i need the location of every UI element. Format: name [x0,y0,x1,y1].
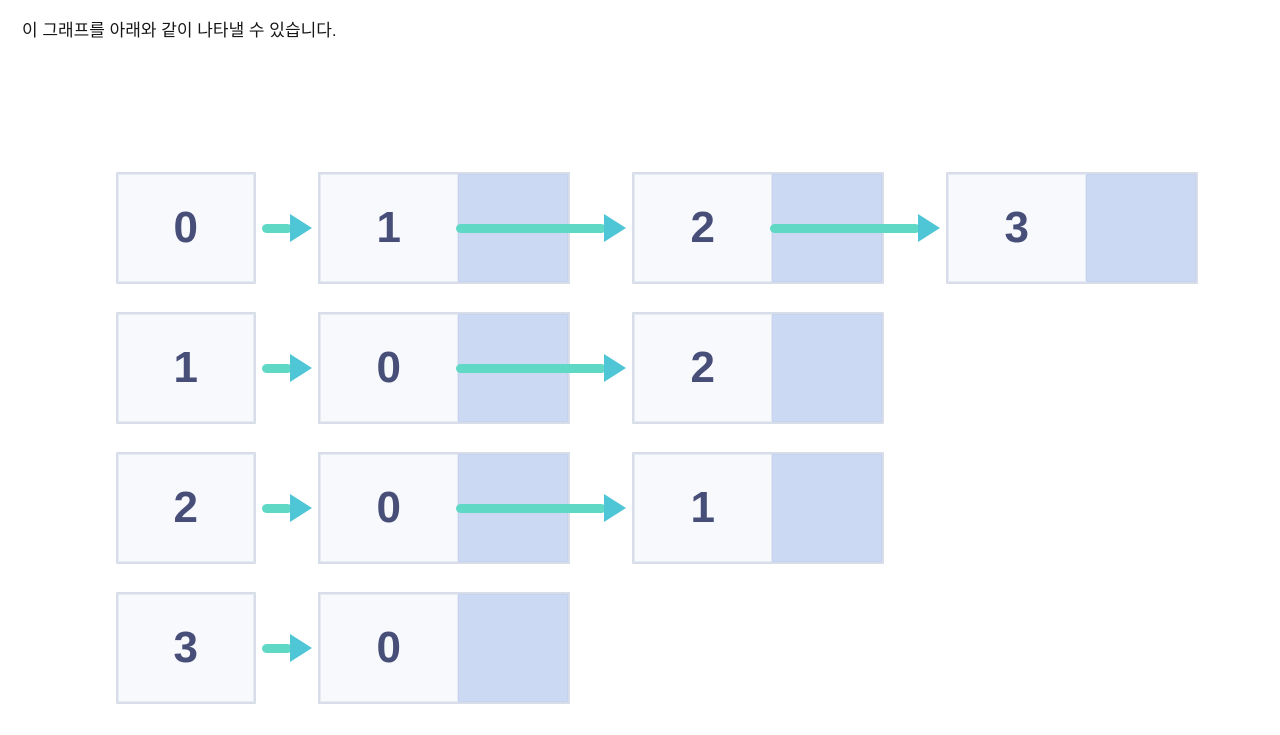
adjacent-vertex-label: 0 [320,594,458,702]
arrow-shaft [262,363,292,373]
adjacent-vertex-label: 2 [634,314,772,422]
adjacent-vertex-node: 0 [318,312,570,424]
vertex-label: 2 [118,454,254,562]
vertex-head-node: 2 [116,452,256,564]
arrow-head-icon [290,494,312,522]
arrow-head-icon [290,634,312,662]
adjacent-vertex-label: 0 [320,454,458,562]
next-pointer-cell [772,454,882,562]
vertex-label: 1 [118,314,254,422]
arrow-head-icon [918,214,940,242]
pointer-arrow [262,214,312,242]
pointer-arrow [262,354,312,382]
vertex-label: 3 [118,594,254,702]
vertex-head-node: 1 [116,312,256,424]
adjacent-vertex-node: 1 [632,452,884,564]
adjacent-vertex-label: 1 [634,454,772,562]
arrow-head-icon [604,214,626,242]
adjacent-vertex-node: 3 [946,172,1198,284]
vertex-head-node: 3 [116,592,256,704]
arrow-shaft [262,503,292,513]
adjacent-vertex-label: 2 [634,174,772,282]
adjacent-vertex-node: 0 [318,452,570,564]
next-pointer-cell [458,174,568,282]
next-pointer-cell [458,454,568,562]
pointer-arrow [262,494,312,522]
adjacent-vertex-node: 2 [632,172,884,284]
next-pointer-cell [772,174,882,282]
vertex-label: 0 [118,174,254,282]
next-pointer-cell [458,594,568,702]
adjacent-vertex-node: 1 [318,172,570,284]
arrow-shaft [262,643,292,653]
pointer-arrow [262,634,312,662]
arrow-head-icon [290,354,312,382]
adjacent-vertex-label: 1 [320,174,458,282]
adjacent-vertex-node: 2 [632,312,884,424]
arrow-head-icon [604,354,626,382]
next-pointer-cell [458,314,568,422]
page-caption: 이 그래프를 아래와 같이 나타낼 수 있습니다. [22,21,337,40]
arrow-head-icon [604,494,626,522]
vertex-head-node: 0 [116,172,256,284]
next-pointer-cell [772,314,882,422]
arrow-shaft [262,223,292,233]
arrow-head-icon [290,214,312,242]
next-pointer-cell [1086,174,1196,282]
adjacent-vertex-label: 0 [320,314,458,422]
adjacent-vertex-node: 0 [318,592,570,704]
adjacent-vertex-label: 3 [948,174,1086,282]
